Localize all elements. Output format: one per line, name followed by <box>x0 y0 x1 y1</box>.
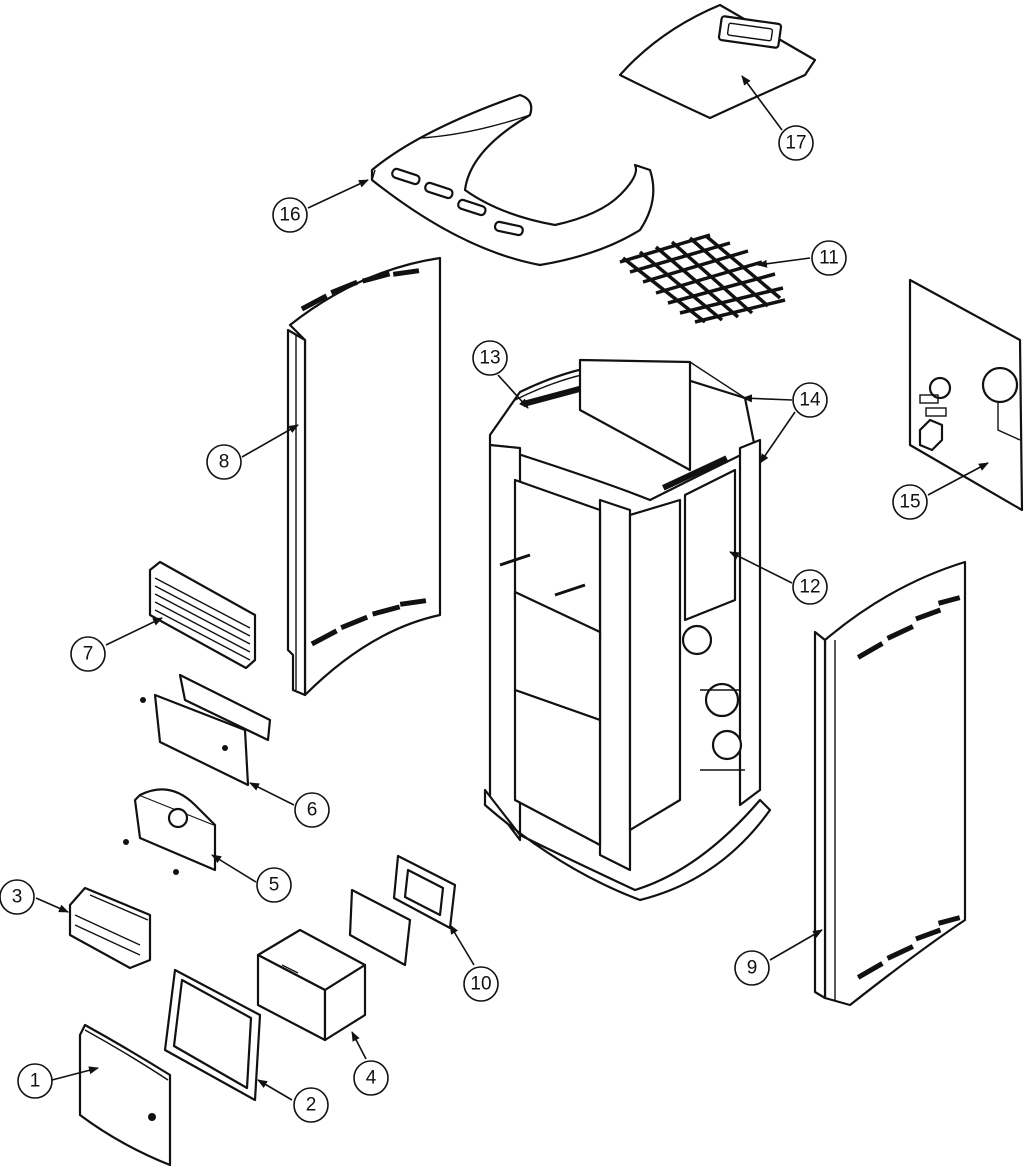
callout-6: 6 <box>294 792 330 828</box>
callout-label-9: 9 <box>747 958 758 979</box>
callout-10: 10 <box>463 966 499 1002</box>
part-inspection-cover <box>348 854 457 967</box>
callout-label-1: 1 <box>30 1071 41 1092</box>
callout-label-5: 5 <box>269 875 280 896</box>
callout-17: 17 <box>778 125 814 161</box>
callout-14: 14 <box>792 382 828 418</box>
callout-label-15: 15 <box>899 492 920 513</box>
part-mesh-grid <box>619 233 786 324</box>
callout-7: 7 <box>70 636 106 672</box>
callout-1: 1 <box>17 1063 53 1099</box>
part-burn-pot <box>68 886 152 970</box>
callout-4: 4 <box>353 1060 389 1096</box>
callout-label-11: 11 <box>819 248 839 269</box>
callout-12: 12 <box>792 569 828 605</box>
callout-label-7: 7 <box>83 644 94 665</box>
callout-16: 16 <box>272 197 308 233</box>
callout-3: 3 <box>0 879 35 915</box>
callout-5: 5 <box>256 867 292 903</box>
part-door-gasket <box>163 968 262 1102</box>
part-right-side-panel <box>813 560 967 1007</box>
part-top-frame <box>370 93 655 267</box>
leader-lines <box>35 75 989 1101</box>
callout-label-4: 4 <box>366 1068 377 1089</box>
part-main-frame <box>483 358 772 902</box>
callout-label-8: 8 <box>219 452 230 473</box>
callout-label-17: 17 <box>785 133 806 154</box>
callout-label-14: 14 <box>799 390 821 411</box>
callout-label-2: 2 <box>306 1095 317 1116</box>
callout-label-16: 16 <box>279 205 300 226</box>
callout-label-13: 13 <box>479 348 500 369</box>
callout-11: 11 <box>811 240 847 276</box>
callout-9: 9 <box>734 950 770 986</box>
callout-13: 13 <box>472 340 508 376</box>
part-ash-pan <box>256 928 367 1042</box>
part-rear-panel <box>908 278 1024 512</box>
callout-15: 15 <box>892 484 928 520</box>
callout-label-10: 10 <box>470 974 491 995</box>
callout-label-3: 3 <box>12 887 23 908</box>
part-front-door <box>78 1023 172 1167</box>
part-left-side-panel <box>286 256 442 697</box>
callout-label-6: 6 <box>307 800 318 821</box>
part-top-lid <box>618 3 817 120</box>
callout-8: 8 <box>206 444 242 480</box>
part-deflector-plate <box>140 673 272 787</box>
callout-2: 2 <box>293 1087 329 1123</box>
part-front-grille <box>148 560 257 670</box>
callout-label-12: 12 <box>799 577 820 598</box>
part-burn-pot-holder <box>123 788 217 875</box>
